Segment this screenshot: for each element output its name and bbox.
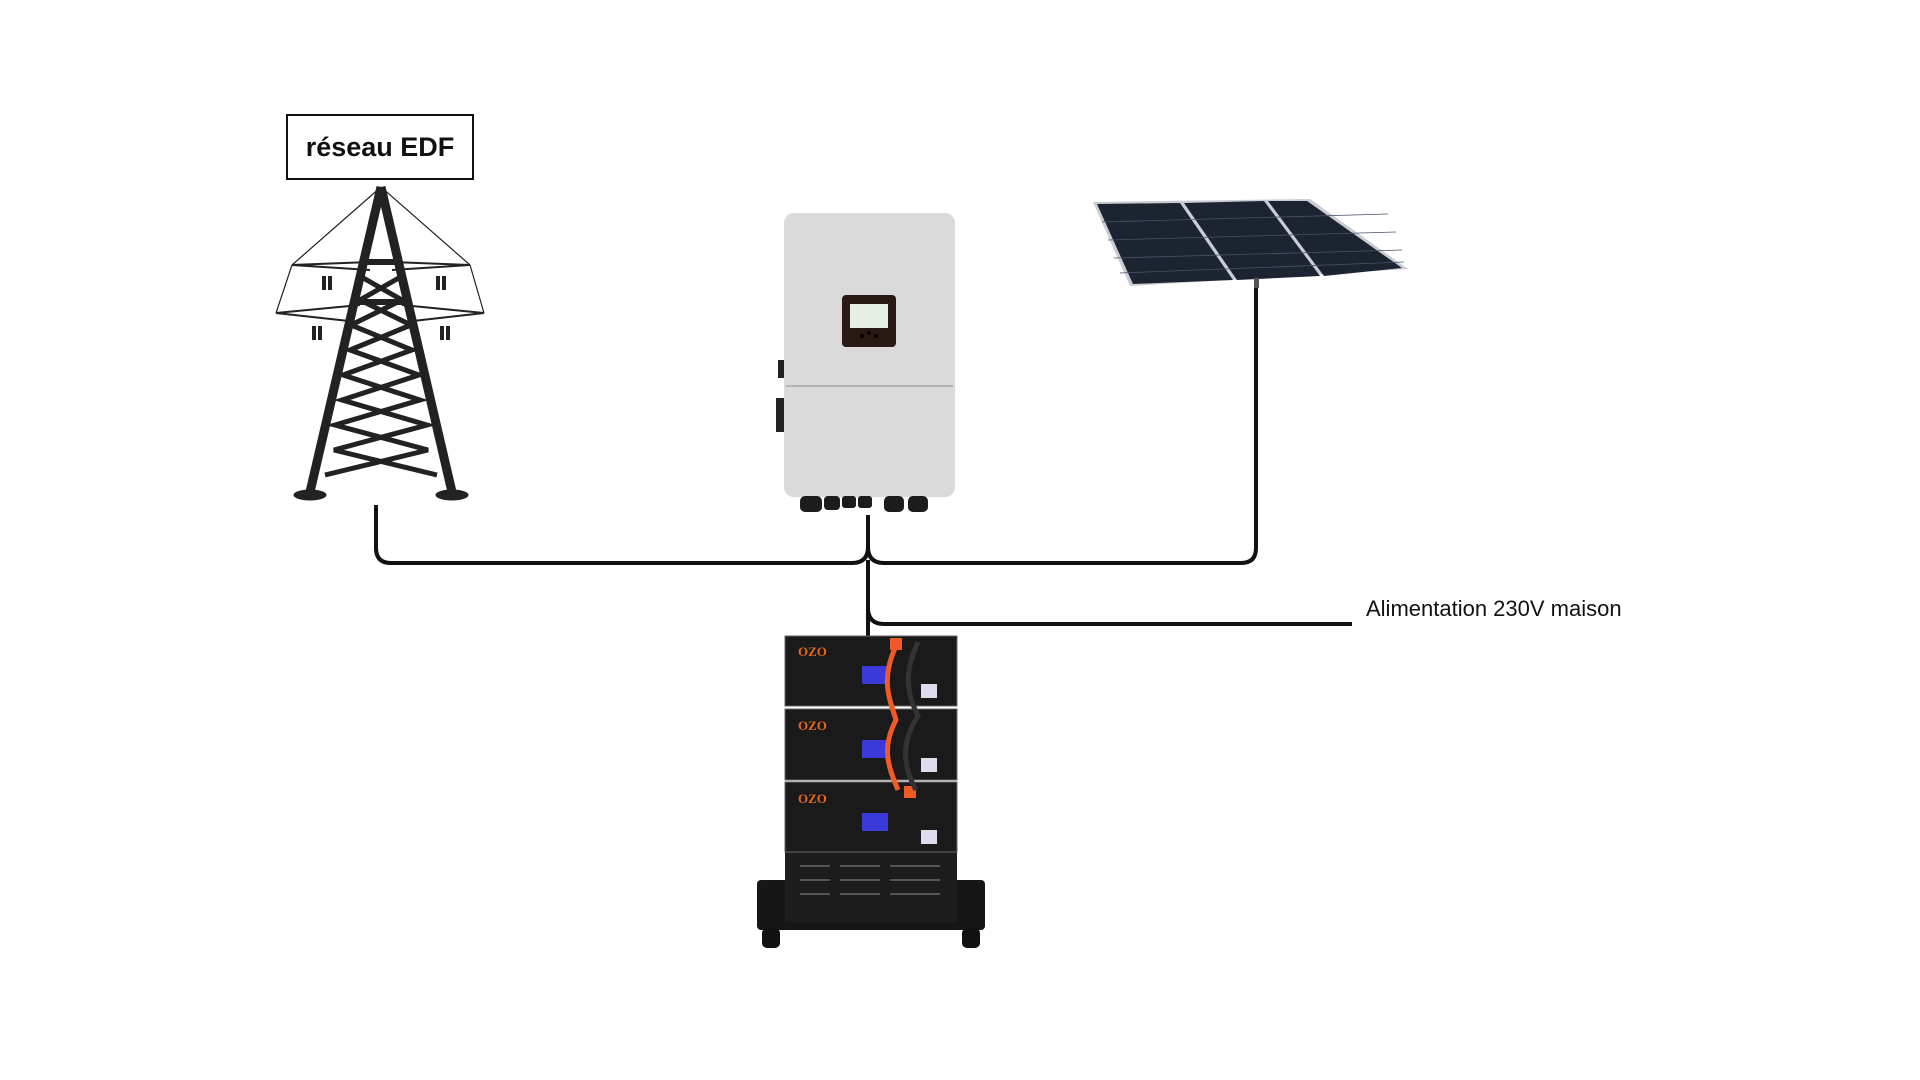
battery-stack: OZO OZO OZO [757, 635, 985, 948]
battery-brand-logo: OZO [798, 791, 827, 806]
battery-module: OZO [784, 781, 958, 853]
grid-cable [374, 505, 870, 565]
battery-link-cable-red [884, 644, 901, 791]
battery-brand-logo: OZO [798, 718, 827, 733]
battery-module: OZO [784, 708, 958, 781]
grid-label: réseau EDF [286, 114, 474, 180]
solar-cable [866, 282, 1258, 565]
house-cable [866, 590, 1352, 626]
house-supply-label: Alimentation 230V maison [1366, 596, 1622, 621]
battery-brand-logo: OZO [798, 644, 827, 659]
wiring [374, 282, 1352, 636]
power-pylon-icon [275, 185, 485, 501]
hybrid-inverter [776, 213, 955, 512]
battery-link-cable-black [903, 640, 921, 792]
solar-panel-icon [1093, 199, 1408, 288]
battery-module: OZO [784, 635, 958, 707]
